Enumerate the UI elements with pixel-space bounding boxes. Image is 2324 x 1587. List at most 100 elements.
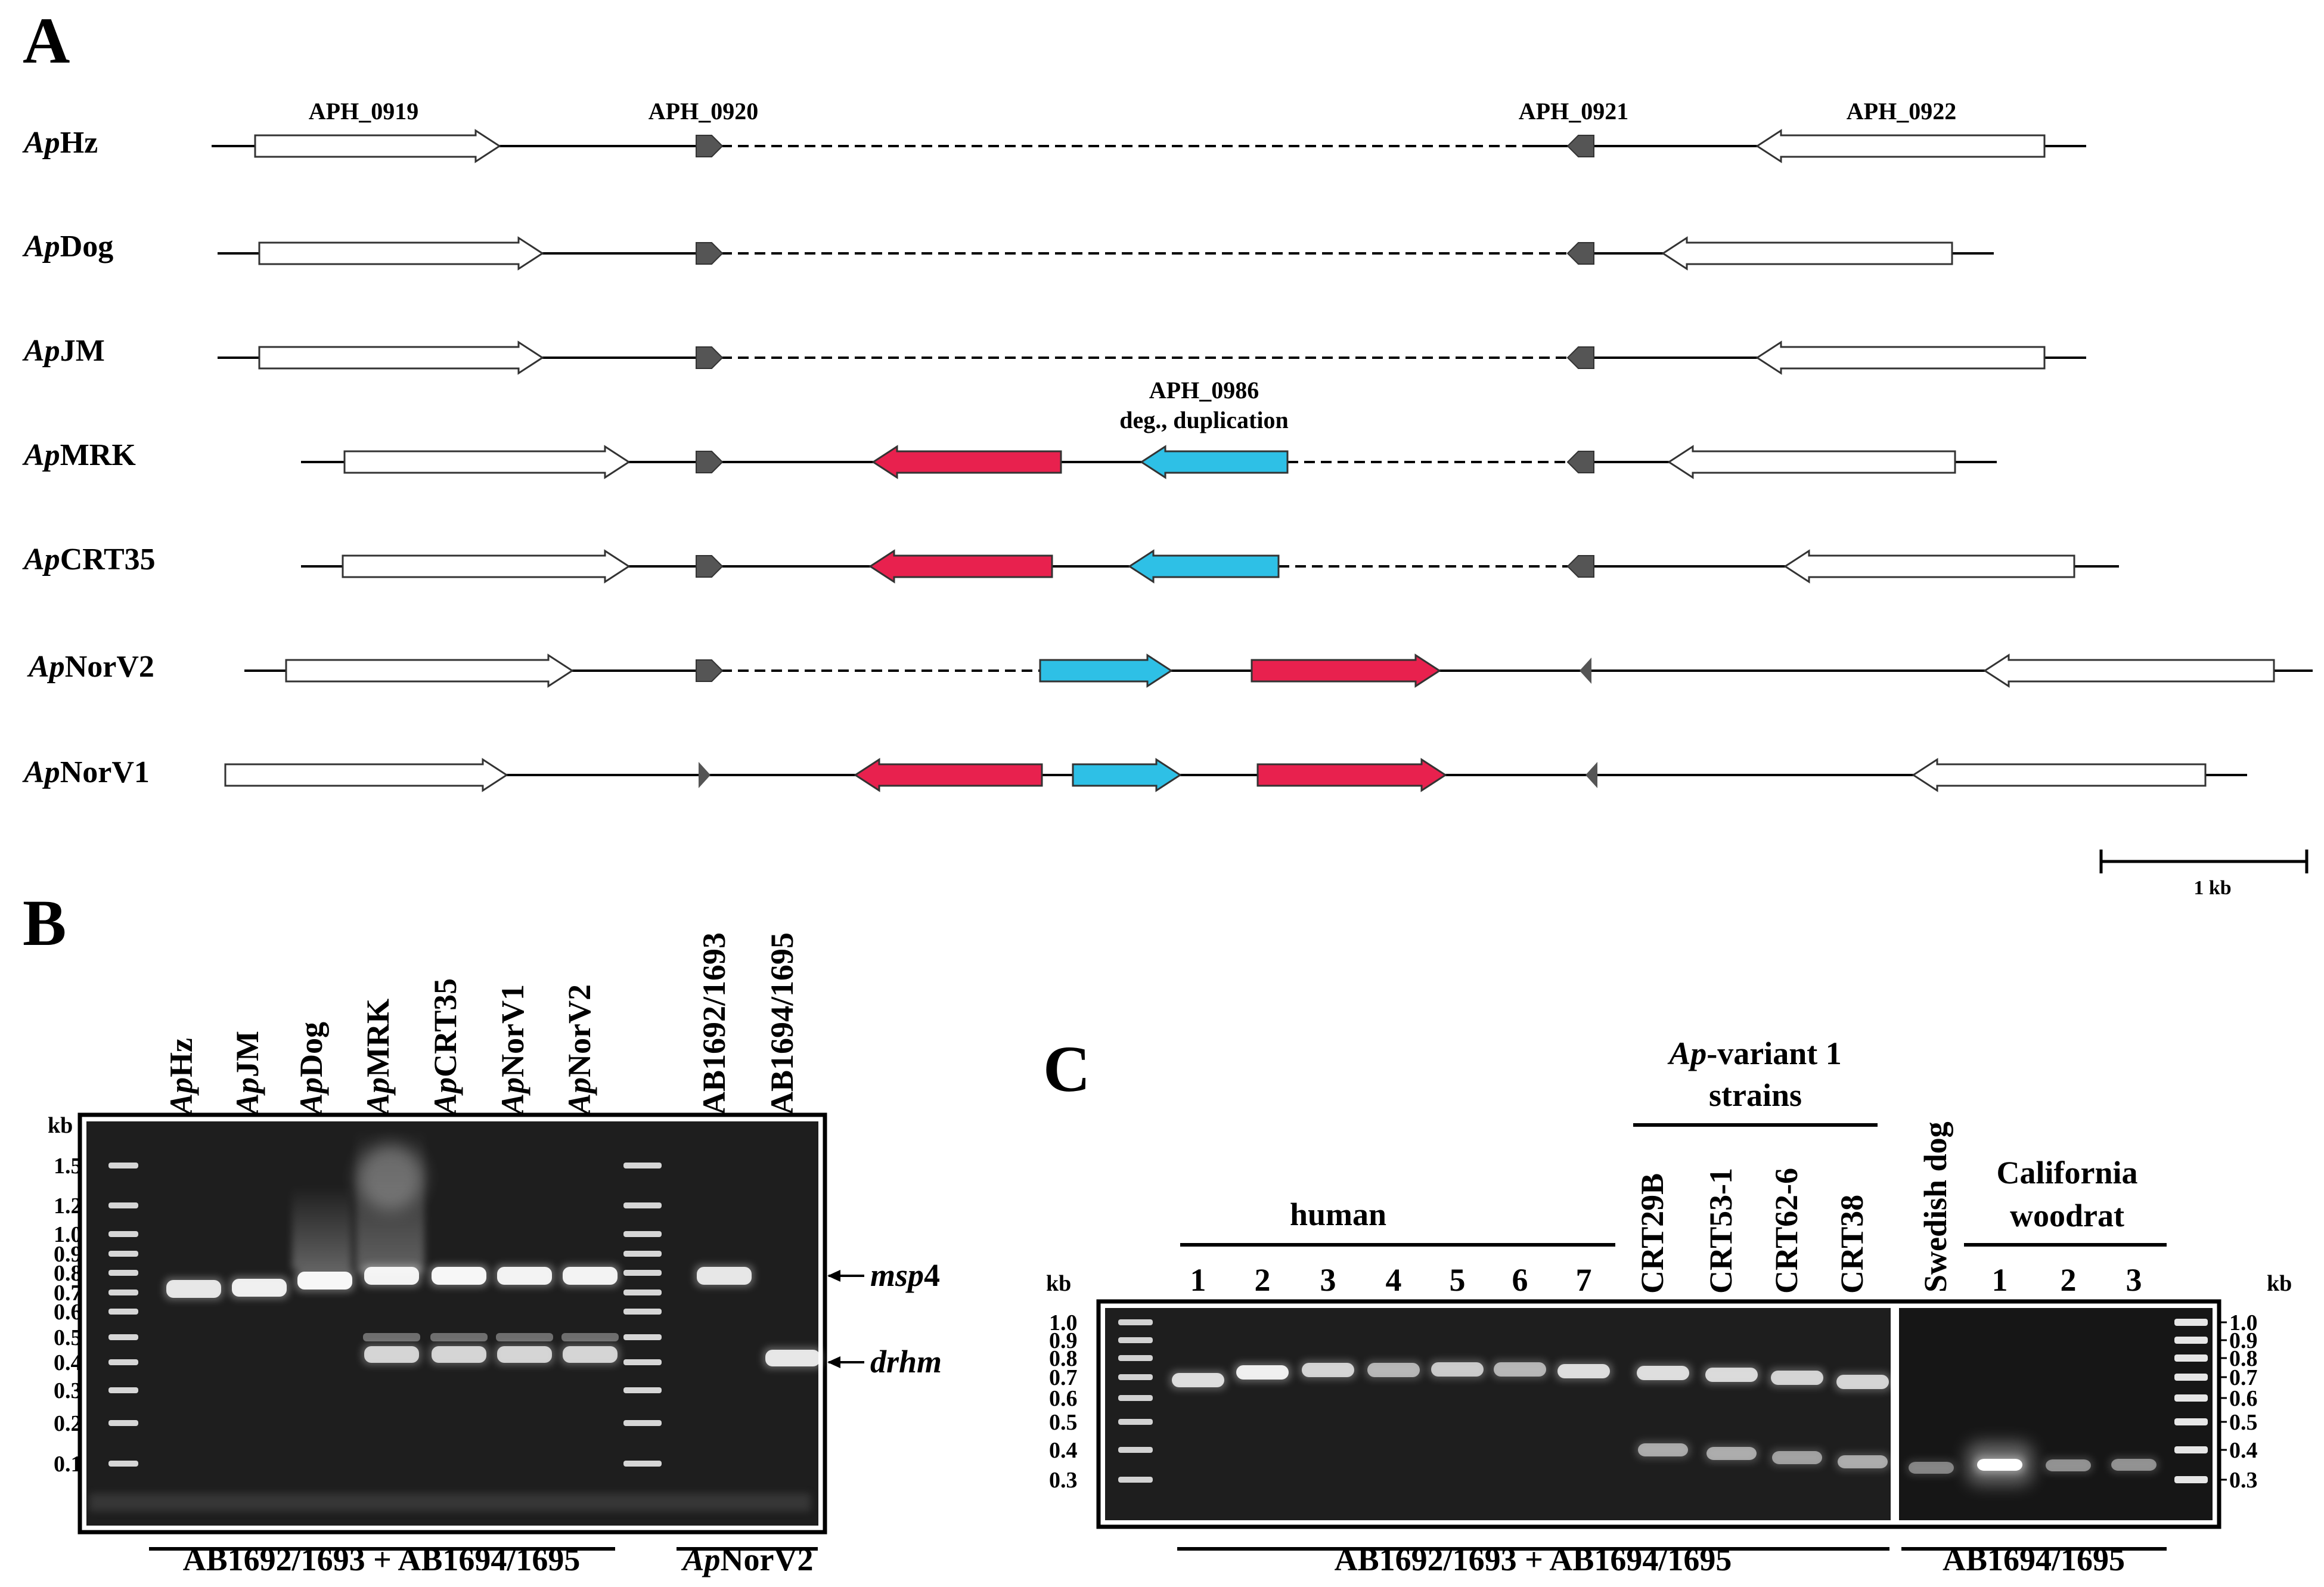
gene-aph0920-apnorv2 bbox=[696, 659, 724, 682]
gene-red-apnorv2 bbox=[1251, 653, 1441, 688]
gene-blue-apnorv1 bbox=[1072, 758, 1182, 792]
gene-aph0919-apmrk bbox=[343, 445, 631, 479]
msp4-band bbox=[497, 1267, 552, 1285]
ladder-band bbox=[623, 1420, 662, 1426]
drhm-band-glow bbox=[1906, 1459, 1956, 1476]
faint-band bbox=[430, 1333, 488, 1341]
gel-c-ladder-labels-right: 1.00.90.80.70.60.50.40.3 bbox=[2218, 1310, 2258, 1493]
ladder-band bbox=[1118, 1355, 1153, 1361]
ladder-band bbox=[623, 1202, 662, 1208]
lane-title-ab1692: AB1692/1693 bbox=[696, 932, 732, 1115]
gene-aph0922-apmrk bbox=[1667, 445, 1956, 479]
gene-aph0922-apnorv2 bbox=[1983, 653, 2275, 688]
gene-aph0922-apnorv1 bbox=[1912, 758, 2207, 792]
msp4-band bbox=[1494, 1362, 1546, 1377]
gene-aph0919-aphz bbox=[254, 129, 501, 163]
msp4-band bbox=[232, 1279, 287, 1297]
human-label: human bbox=[1290, 1197, 1386, 1232]
ladder-label: 0.4 bbox=[2229, 1438, 2258, 1463]
strain-label-apjm: ApJM bbox=[22, 334, 105, 368]
ladder-band bbox=[1118, 1337, 1153, 1343]
ladder-label: 0.9 bbox=[1049, 1328, 1078, 1353]
gel-c-kb-label-right: kb bbox=[2267, 1271, 2292, 1296]
human-lane-number: 2 bbox=[1255, 1262, 1271, 1298]
drhm-band bbox=[2046, 1459, 2091, 1471]
ladder-band bbox=[108, 1202, 138, 1208]
ladder-label: 0.4 bbox=[1049, 1438, 1078, 1463]
drhm-band bbox=[563, 1346, 618, 1363]
drhm-label: drhm bbox=[870, 1344, 942, 1380]
ladder-label: 0.7 bbox=[54, 1281, 82, 1306]
deg-label-line1: APH_0986 bbox=[1149, 377, 1259, 404]
lane-title-apjm: ApJM bbox=[229, 1031, 265, 1117]
ladder-label: 0.2 bbox=[54, 1411, 82, 1436]
gene-red-apmrk bbox=[871, 445, 1062, 479]
msp4-band bbox=[166, 1280, 221, 1298]
ladder-band bbox=[2174, 1354, 2208, 1362]
ladder-band bbox=[623, 1251, 662, 1257]
ladder-label: 0.9 bbox=[2229, 1328, 2258, 1353]
human-lane-number: 3 bbox=[1320, 1262, 1336, 1298]
ladder-band bbox=[623, 1231, 662, 1237]
ladder-band bbox=[1118, 1395, 1153, 1401]
gene-blue-apcrt35 bbox=[1128, 549, 1280, 584]
ladder-label: 0.6 bbox=[54, 1300, 82, 1325]
msp4-arrow-head bbox=[827, 1270, 840, 1282]
ladder-band bbox=[108, 1420, 138, 1426]
gene-aph0919-apcrt35 bbox=[342, 549, 631, 584]
gel-b bbox=[77, 1112, 827, 1535]
ladder-label: 0.1 bbox=[54, 1452, 82, 1477]
scale-bar-label: 1 kb bbox=[2193, 877, 2231, 899]
strain-label-apdog: ApDog bbox=[22, 230, 113, 264]
lane-title-swedish-dog: Swedish dog bbox=[1917, 1121, 1953, 1292]
ladder-label: 0.8 bbox=[2229, 1346, 2258, 1371]
human-lane-number: 4 bbox=[1386, 1262, 1402, 1298]
drhm-band bbox=[432, 1346, 486, 1363]
gene-label-aph0920: APH_0920 bbox=[649, 98, 758, 125]
panel-b: B ApHz ApJM ApDog ApMRK ApCRT35 ApNorV1 … bbox=[23, 887, 942, 1577]
gel-b-kb-label: kb bbox=[48, 1113, 73, 1138]
ladder-band bbox=[108, 1334, 138, 1340]
msp4-band bbox=[563, 1267, 618, 1285]
ladder-label: 0.6 bbox=[2229, 1386, 2258, 1411]
msp4-band bbox=[1836, 1375, 1889, 1389]
ladder-label: 1.5 bbox=[54, 1154, 82, 1179]
strain-label-apmrk: ApMRK bbox=[22, 438, 136, 472]
woodrat-lane-number: 2 bbox=[2061, 1262, 2077, 1298]
msp4-band bbox=[1236, 1365, 1289, 1380]
ladder-band bbox=[108, 1163, 138, 1168]
ladder-band bbox=[2174, 1446, 2208, 1453]
gene-aph0986-apmrk bbox=[1140, 445, 1289, 479]
ladder-band bbox=[2174, 1418, 2208, 1425]
msp4-band bbox=[432, 1267, 486, 1285]
ladder-label: 0.3 bbox=[2229, 1468, 2258, 1493]
ladder-label: 0.5 bbox=[54, 1325, 82, 1350]
drhm-band bbox=[1638, 1443, 1688, 1456]
band-glow bbox=[1967, 1443, 2033, 1484]
ladder-label: 0.8 bbox=[54, 1261, 82, 1286]
drhm-band-glow bbox=[2043, 1457, 2093, 1474]
ladder-band bbox=[2174, 1476, 2208, 1483]
faint-band bbox=[496, 1333, 553, 1341]
ladder-band bbox=[623, 1163, 662, 1168]
woodrat-label-line1: California bbox=[1997, 1155, 2138, 1191]
ladder-band bbox=[108, 1387, 138, 1393]
strain-label-apcrt35: ApCRT35 bbox=[22, 543, 156, 576]
ladder-band bbox=[108, 1270, 138, 1276]
gel-c-ladder-labels-left: 1.00.90.80.70.60.50.40.3 bbox=[1049, 1310, 1078, 1493]
ladder-label: 1.0 bbox=[1049, 1310, 1078, 1335]
gene-aph0921-apmrk bbox=[1566, 451, 1594, 473]
gene-label-aph0922: APH_0922 bbox=[1847, 98, 1956, 125]
ladder-band bbox=[1118, 1419, 1153, 1425]
ladder-label: 1.0 bbox=[54, 1222, 82, 1247]
drhm-band bbox=[1838, 1455, 1888, 1468]
gene-aph0921-apjm bbox=[1566, 346, 1594, 369]
variant-title-line1: Ap-variant 1 bbox=[1667, 1036, 1842, 1071]
drhm-band bbox=[2111, 1459, 2157, 1471]
panel-c-letter: C bbox=[1043, 1033, 1090, 1105]
gel-c-kb-label-left: kb bbox=[1046, 1271, 1071, 1296]
msp4-band bbox=[1431, 1362, 1484, 1377]
gel-b-bands bbox=[164, 1264, 823, 1369]
human-lane-number: 1 bbox=[1190, 1262, 1206, 1298]
